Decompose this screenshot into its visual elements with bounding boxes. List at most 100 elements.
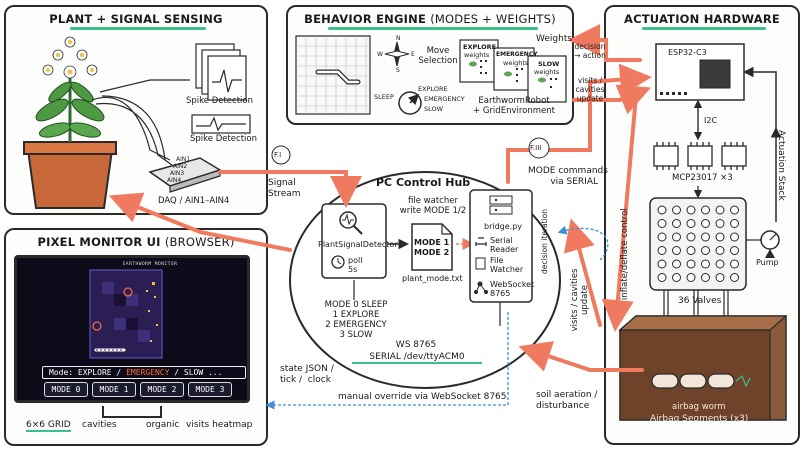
valve	[657, 219, 667, 228]
valve	[686, 273, 696, 282]
plant-panel-title: PLANT + SIGNAL SENSING	[49, 12, 223, 26]
mode-commands-arrow	[506, 63, 652, 184]
footer-grid: 6×6 GRID	[26, 420, 71, 432]
mode-2-button[interactable]: MODE 2	[140, 382, 184, 397]
ain1-label: AIN1	[176, 156, 191, 163]
valve	[657, 205, 667, 215]
i2c-label: I2C	[704, 116, 718, 125]
valve	[715, 246, 725, 255]
monitor-panel-title: PIXEL MONITOR UI (BROWSER)	[37, 235, 235, 249]
emergency-card-sub: weights	[503, 59, 529, 67]
esp-label: ESP32-C3	[668, 48, 707, 57]
decision-action-label: decision → action	[574, 42, 606, 60]
mode-indicator: Mode: EXPLORE / EMERGENCY / SLOW ...	[42, 366, 246, 379]
dial-slow: SLOW	[424, 105, 444, 113]
manual-override-arrow	[265, 312, 509, 410]
soil-feedback-arrow	[518, 341, 644, 372]
ain4-label: AIN4	[167, 177, 182, 184]
valves-label: 36 Valves	[678, 296, 722, 306]
bridge-box	[469, 189, 533, 303]
hub-title: PC Control Hub	[376, 176, 471, 189]
mode-1-text: 1 EXPLORE	[332, 310, 380, 320]
mode-1-button[interactable]: MODE 1	[92, 382, 136, 397]
daq-device	[148, 157, 222, 193]
poll-label: poll 5s	[348, 256, 363, 274]
airbag-worm-icon	[651, 373, 751, 389]
move-selection-label: Move Selection	[418, 46, 458, 66]
title-underline	[70, 27, 206, 30]
valve	[657, 232, 667, 242]
slow-card-sub: weights	[534, 68, 560, 76]
valve	[672, 246, 681, 255]
mcp23017-chips	[653, 142, 747, 170]
compass-icon	[384, 41, 410, 67]
emergency-card-title: EMERGENCY	[496, 51, 538, 58]
valve	[715, 232, 725, 242]
worm-label: airbag worm	[672, 402, 726, 412]
mode-2-text: 2 EMERGENCY	[325, 320, 387, 330]
valve	[701, 273, 710, 282]
pump-label: Pump	[756, 258, 779, 267]
valve	[730, 232, 739, 242]
electrode-wires	[91, 79, 190, 166]
segments-label: Airbag Segments (x3)	[650, 414, 749, 424]
daq-label: DAQ / AIN1–AIN4	[158, 196, 230, 206]
spike-detection-label-1: Spike Detection	[186, 96, 253, 106]
pump-icon	[746, 230, 780, 258]
valve	[657, 246, 667, 255]
inflate-deflate-arrow	[601, 94, 638, 332]
visits-update-arrow	[572, 84, 652, 115]
spike-detection-cards	[191, 43, 251, 134]
valve	[715, 273, 725, 282]
valve	[672, 259, 681, 269]
compass-n: N	[396, 35, 401, 42]
valve	[701, 205, 710, 215]
mode-3-button[interactable]: MODE 3	[188, 382, 232, 397]
valve	[686, 219, 696, 228]
robot-env-label: EarthwormRobot + GridEnvironment	[473, 96, 555, 116]
title-underline	[328, 27, 538, 30]
flow-tags	[271, 137, 550, 165]
valve	[672, 205, 681, 215]
weight-cards	[459, 39, 567, 103]
valve	[730, 259, 739, 269]
valve	[657, 273, 667, 282]
fiii-tag: F.III	[530, 144, 542, 152]
visits-feedback-arrow	[563, 218, 602, 327]
mode-0-button[interactable]: MODE 0	[44, 382, 88, 397]
decision-action-arrow	[568, 24, 642, 62]
valve	[730, 273, 739, 282]
behavior-panel-title: BEHAVIOR ENGINE (MODES + WEIGHTS)	[304, 12, 556, 26]
plant-signal-detector	[321, 203, 387, 279]
weight-bars	[480, 60, 557, 88]
compass-s: S	[396, 67, 400, 74]
mode-0-text: MODE 0 SLEEP	[324, 300, 388, 310]
file-watcher-label-2: File Watcher	[490, 256, 524, 274]
plant-mode-file	[411, 223, 453, 271]
serial-port-label: SERIAL /dev/ttyACM0	[352, 352, 482, 364]
valve	[686, 232, 696, 242]
valve	[730, 246, 739, 255]
valve	[701, 246, 710, 255]
footer-organic: organic	[146, 420, 180, 430]
valve	[686, 205, 696, 215]
serial-reader-label: Serial Reader	[490, 236, 519, 254]
websocket-label: WebSocket 8765	[490, 280, 535, 298]
ws-label: WS 8765	[395, 340, 437, 350]
valve	[686, 246, 696, 255]
visits-update-label: visits / cavities update	[575, 76, 605, 103]
valve	[715, 259, 725, 269]
manual-override-label: manual override via WebSocket 8765	[338, 392, 507, 402]
mcp-label: MCP23017 ×3	[672, 173, 733, 183]
explore-card-title: EXPLORE	[463, 43, 497, 51]
dial-emergency: EMERGENCY	[424, 95, 465, 103]
mode-commands-label: MODE commands via SERIAL	[528, 166, 608, 187]
esp32-board	[655, 43, 745, 101]
bridge-label: bridge.py	[484, 222, 523, 231]
dial-sleep: SLEEP	[374, 93, 394, 101]
title-underline	[642, 27, 766, 30]
explore-card-sub: weights	[464, 51, 490, 59]
soil-label: soil aeration / disturbance	[536, 390, 598, 411]
